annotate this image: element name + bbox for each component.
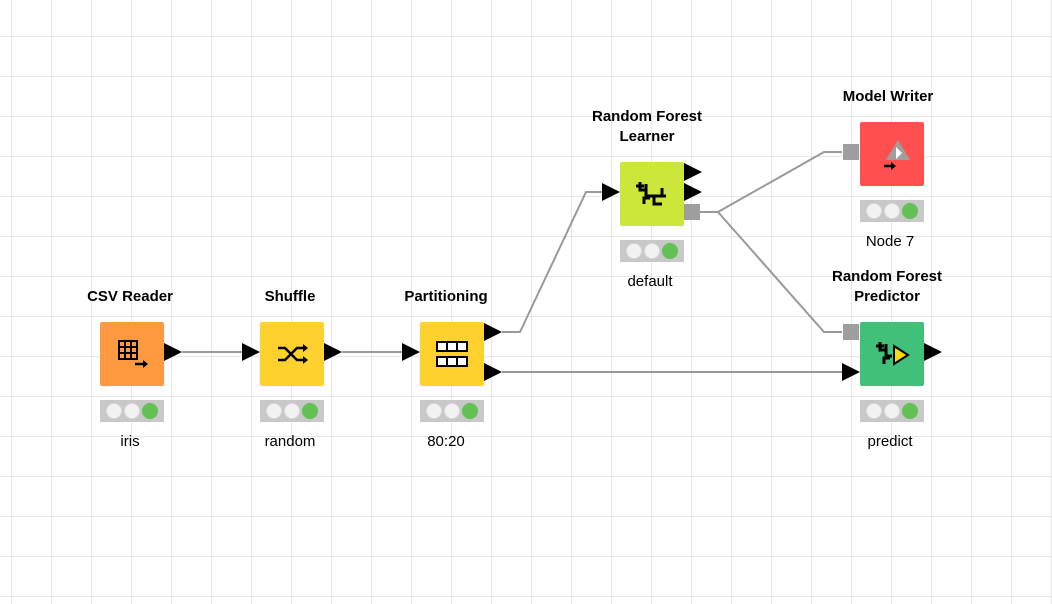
rf-learner-node[interactable] xyxy=(620,162,684,226)
status-light-yellow xyxy=(884,203,900,219)
table-arrow-icon xyxy=(118,340,148,368)
model-writer-icon xyxy=(884,140,910,170)
output-port-partitioning-first[interactable] xyxy=(484,323,502,341)
output-port-rf-learner-second[interactable] xyxy=(684,183,702,201)
output-port-shuffle[interactable] xyxy=(324,343,342,361)
status-light-green xyxy=(302,403,318,419)
status-light-green xyxy=(902,403,918,419)
status-light-green xyxy=(142,403,158,419)
csv-reader-node[interactable] xyxy=(100,322,164,386)
status-light-red xyxy=(426,403,442,419)
input-port-rf-learner[interactable] xyxy=(602,183,620,201)
node-label-csv-reader[interactable]: iris xyxy=(120,433,140,450)
status-light-yellow xyxy=(444,403,460,419)
status-lights-partitioning xyxy=(420,400,484,422)
status-light-red xyxy=(866,403,882,419)
status-light-green xyxy=(462,403,478,419)
node-label-shuffle[interactable]: random xyxy=(264,433,316,450)
input-port-shuffle[interactable] xyxy=(242,343,260,361)
status-light-red xyxy=(866,203,882,219)
rf-predictor-node[interactable] xyxy=(860,322,924,386)
status-light-green xyxy=(902,203,918,219)
input-port-rf-predictor[interactable] xyxy=(842,363,860,381)
model-output-port-rf-learner[interactable] xyxy=(684,204,700,220)
status-light-red xyxy=(626,243,642,259)
status-lights-rf-learner xyxy=(620,240,684,262)
status-light-yellow xyxy=(284,403,300,419)
status-lights-rf-predictor xyxy=(860,400,924,422)
status-light-green xyxy=(662,243,678,259)
tree-learner-icon xyxy=(636,182,666,206)
input-port-partitioning[interactable] xyxy=(402,343,420,361)
connection-learner-to-predictor[interactable] xyxy=(717,211,842,333)
node-title-rf-predictor: Random Forest Predictor xyxy=(831,268,942,305)
output-port-rf-learner-first[interactable] xyxy=(684,163,702,181)
tree-predictor-icon xyxy=(876,342,910,366)
model-input-port-rf-predictor[interactable] xyxy=(843,324,859,340)
status-light-red xyxy=(266,403,282,419)
status-lights-csv-reader xyxy=(100,400,164,422)
node-label-rf-learner[interactable]: default xyxy=(627,273,673,290)
node-title-partitioning: Partitioning xyxy=(404,288,488,305)
node-title-model-writer: Model Writer xyxy=(842,88,934,105)
model-writer-node[interactable] xyxy=(860,122,924,186)
partition-icon xyxy=(436,341,468,367)
connection-partitioning-to-learner[interactable] xyxy=(502,191,604,333)
node-title-csv-reader: CSV Reader xyxy=(87,288,173,305)
node-title-shuffle: Shuffle xyxy=(264,288,316,305)
output-port-partitioning-second[interactable] xyxy=(484,363,502,381)
shuffle-icon xyxy=(278,344,308,364)
output-port-rf-predictor[interactable] xyxy=(924,343,942,361)
status-lights-shuffle xyxy=(260,400,324,422)
status-light-yellow xyxy=(644,243,660,259)
partitioning-node[interactable] xyxy=(420,322,484,386)
status-light-yellow xyxy=(124,403,140,419)
output-port-csv-reader[interactable] xyxy=(164,343,182,361)
node-label-model-writer[interactable]: Node 7 xyxy=(865,233,915,250)
node-title-rf-learner: Random Forest Learner xyxy=(591,108,702,145)
status-lights-model-writer xyxy=(860,200,924,222)
status-light-red xyxy=(106,403,122,419)
connection-learner-to-writer[interactable] xyxy=(700,151,842,213)
shuffle-node[interactable] xyxy=(260,322,324,386)
node-label-partitioning[interactable]: 80:20 xyxy=(427,433,465,450)
model-input-port-model-writer[interactable] xyxy=(843,144,859,160)
node-label-rf-predictor[interactable]: predict xyxy=(867,433,913,450)
status-light-yellow xyxy=(884,403,900,419)
